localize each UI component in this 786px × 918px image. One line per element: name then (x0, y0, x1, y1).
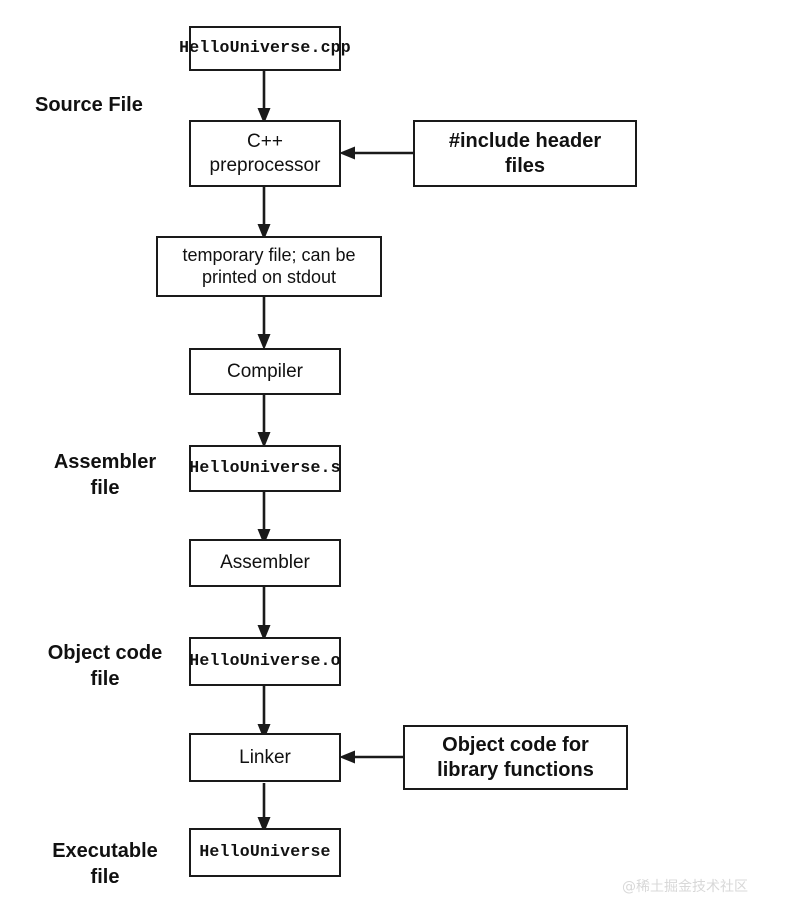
node-assembler[interactable]: Assembler (189, 539, 341, 587)
connector-compiler-to-hellouniverse-s (257, 394, 271, 448)
node-hellouniverse-cpp[interactable]: HelloUniverse.cpp (179, 26, 351, 71)
node-linker[interactable]: Linker (189, 733, 341, 782)
node-cpp-preprocessor[interactable]: C++ preprocessor (189, 120, 341, 187)
node-compiler[interactable]: Compiler (189, 348, 341, 395)
node-hellouniverse-executable[interactable]: HelloUniverse (189, 828, 341, 877)
connector-library-to-linker (339, 750, 404, 764)
stage-label-object-code-file: Object code file (47, 642, 163, 690)
watermark: @稀土掘金技术社区 (622, 879, 748, 895)
stage-label-source-file: Source File (35, 94, 143, 116)
connector-hellouniverse-o-to-linker (257, 686, 271, 740)
connector-hellouniverse-s-to-assembler (257, 491, 271, 545)
connector-preprocessor-to-tempfile (257, 186, 271, 240)
connector-assembler-to-hellouniverse-o (257, 587, 271, 641)
node-temporary-file[interactable]: temporary file; can be printed on stdout (156, 236, 382, 297)
node-object-code-library[interactable]: Object code for library functions (403, 725, 628, 790)
connector-include-to-preprocessor (339, 146, 413, 160)
node-include-header-files[interactable]: #include header files (413, 120, 637, 187)
connector-linker-to-executable (257, 783, 271, 833)
node-hellouniverse-s[interactable]: HelloUniverse.s (189, 445, 341, 492)
stage-label-executable-file: Executable file (52, 840, 158, 888)
stage-label-assembler-file: Assembler file (53, 451, 157, 499)
connector-cpp-to-preprocessor (257, 70, 271, 124)
connector-tempfile-to-compiler (257, 296, 271, 350)
node-hellouniverse-o[interactable]: HelloUniverse.o (189, 637, 341, 686)
